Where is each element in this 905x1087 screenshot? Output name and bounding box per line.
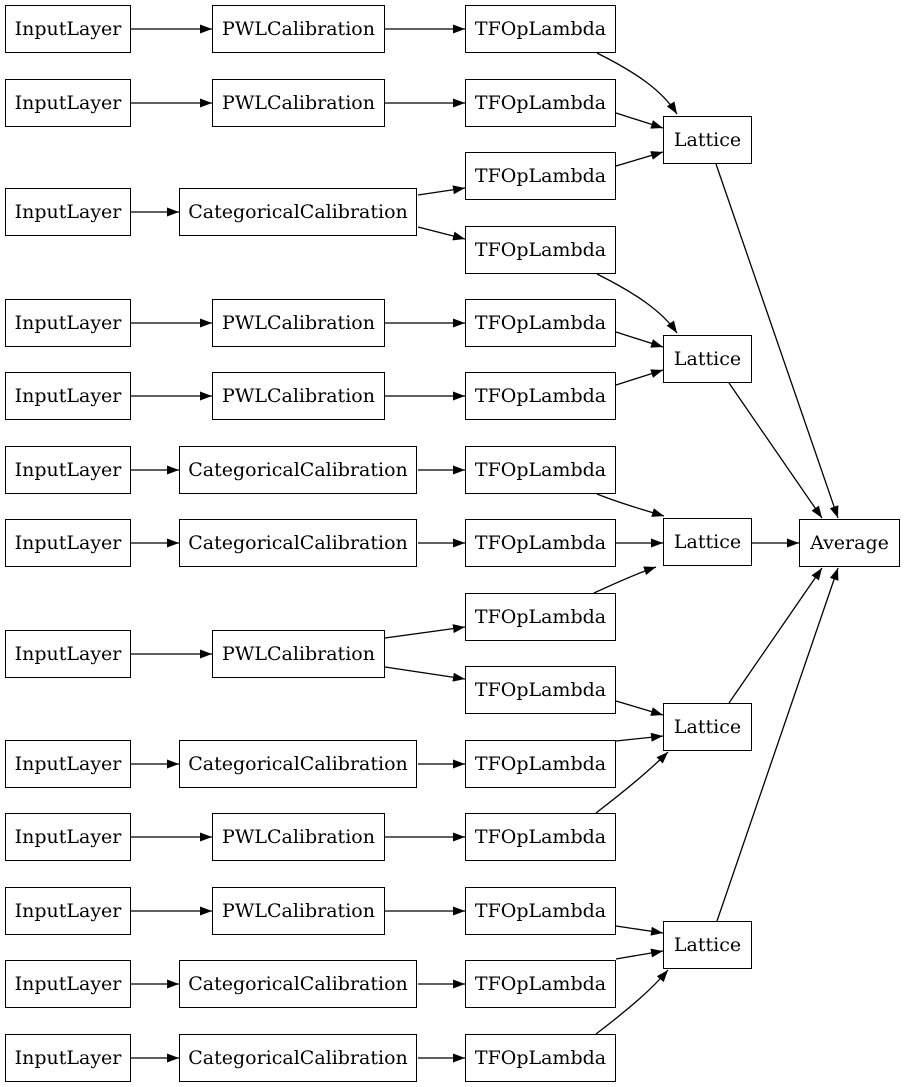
node-lambda-3: TFOpLambda xyxy=(465,152,616,200)
node-calibration-9: CategoricalCalibration xyxy=(179,740,417,788)
edge-lattice-4-average xyxy=(728,567,823,704)
edge-lambda-5-lattice-2 xyxy=(615,331,664,348)
node-lattice-5: Lattice xyxy=(663,921,752,969)
node-input-10: InputLayer xyxy=(5,813,131,861)
node-lattice-4: Lattice xyxy=(663,703,752,751)
node-average: Average xyxy=(799,519,900,567)
node-lambda-10: TFOpLambda xyxy=(465,666,616,714)
node-calibration-13: CategoricalCalibration xyxy=(179,1034,417,1082)
node-calibration-5: PWLCalibration xyxy=(212,372,385,420)
node-input-4: InputLayer xyxy=(5,299,131,347)
node-calibration-7: CategoricalCalibration xyxy=(179,519,417,567)
edge-lattice-2-average xyxy=(728,382,823,519)
node-lambda-2: TFOpLambda xyxy=(465,79,616,127)
node-lambda-13: TFOpLambda xyxy=(465,887,616,935)
node-input-7: InputLayer xyxy=(5,519,131,567)
edge-lambda-6-lattice-2 xyxy=(615,369,664,386)
edge-lambda-10-lattice-4 xyxy=(615,700,664,716)
node-lambda-5: TFOpLambda xyxy=(465,299,616,347)
node-lambda-11: TFOpLambda xyxy=(465,740,616,788)
node-input-8: InputLayer xyxy=(5,630,131,678)
node-calibration-12: CategoricalCalibration xyxy=(179,960,417,1008)
node-calibration-3: CategoricalCalibration xyxy=(179,188,417,236)
node-input-5: InputLayer xyxy=(5,372,131,420)
edge-lambda-3-lattice-1 xyxy=(615,151,664,167)
node-lambda-9: TFOpLambda xyxy=(465,593,616,641)
node-lambda-6: TFOpLambda xyxy=(465,372,616,420)
node-lambda-7: TFOpLambda xyxy=(465,446,616,494)
edge-lambda-2-lattice-1 xyxy=(615,112,664,129)
node-lambda-4: TFOpLambda xyxy=(465,226,616,274)
node-calibration-1: PWLCalibration xyxy=(212,5,385,53)
node-calibration-4: PWLCalibration xyxy=(212,299,385,347)
edge-lambda-13-lattice-5 xyxy=(615,925,664,936)
edge-lambda-14-lattice-5 xyxy=(615,948,664,960)
edge-calibration-3-lambda-3 xyxy=(417,185,466,196)
edge-calibration-3-lambda-4 xyxy=(417,226,466,241)
node-lambda-12: TFOpLambda xyxy=(465,813,616,861)
node-lattice-1: Lattice xyxy=(663,116,752,164)
edge-lambda-9-lattice-3 xyxy=(593,566,657,594)
node-lattice-3: Lattice xyxy=(663,518,752,566)
node-input-12: InputLayer xyxy=(5,960,131,1008)
node-input-11: InputLayer xyxy=(5,887,131,935)
node-input-9: InputLayer xyxy=(5,740,131,788)
node-input-6: InputLayer xyxy=(5,446,131,494)
edge-lambda-11-lattice-4 xyxy=(615,732,664,742)
node-lambda-14: TFOpLambda xyxy=(465,960,616,1008)
node-calibration-11: PWLCalibration xyxy=(212,887,385,935)
node-input-2: InputLayer xyxy=(5,79,131,127)
edge-lambda-7-lattice-3 xyxy=(596,493,665,517)
node-input-13: InputLayer xyxy=(5,1034,131,1082)
node-calibration-8: PWLCalibration xyxy=(212,630,385,678)
node-calibration-6: CategoricalCalibration xyxy=(179,446,417,494)
node-calibration-2: PWLCalibration xyxy=(212,79,385,127)
node-calibration-10: PWLCalibration xyxy=(212,813,385,861)
node-input-1: InputLayer xyxy=(5,5,131,53)
node-lattice-2: Lattice xyxy=(663,335,752,383)
edge-calibration-8-lambda-10 xyxy=(384,666,466,682)
node-lambda-1: TFOpLambda xyxy=(465,5,616,53)
node-input-3: InputLayer xyxy=(5,188,131,236)
node-lambda-8: TFOpLambda xyxy=(465,519,616,567)
edge-calibration-8-lambda-9 xyxy=(384,624,466,639)
node-lambda-15: TFOpLambda xyxy=(465,1034,616,1082)
